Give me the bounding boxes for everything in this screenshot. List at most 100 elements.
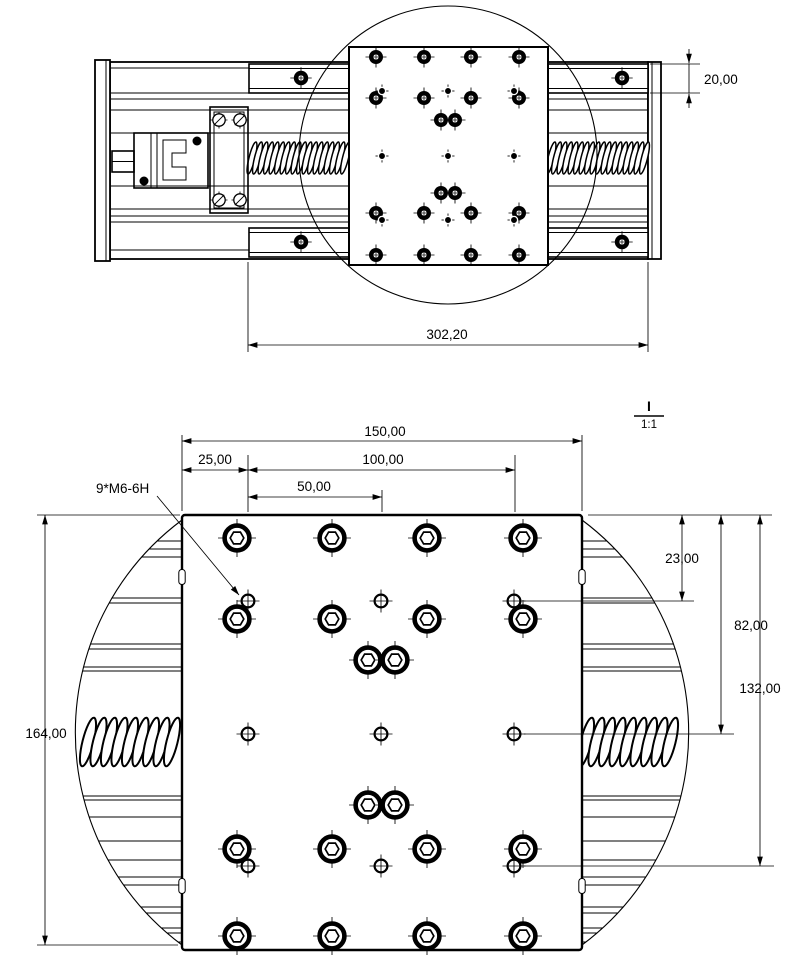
- threaded-hole-m6: [369, 854, 393, 878]
- dim-row1: 23,00: [665, 551, 699, 566]
- carriage-plate-detail: [178, 513, 586, 955]
- cap-screw-hole: [408, 917, 446, 955]
- threaded-hole-m6: [441, 149, 455, 163]
- cap-screw-hole: [408, 830, 446, 868]
- threaded-hole-m6: [441, 84, 455, 98]
- cap-screw-hole: [218, 830, 256, 868]
- detail-view-dimensions: 150,00 25,00 100,00 50,00 9*M6-6H 23,00: [25, 424, 781, 946]
- cap-screw-hole: [313, 917, 351, 955]
- dim-hole-span: 100,00: [362, 452, 403, 467]
- top-view-dimensions: 20,00 302,20: [247, 49, 738, 352]
- cap-screw-hole: [408, 600, 446, 638]
- cap-screw-hole: [290, 67, 312, 89]
- cap-screw-hole: [611, 231, 633, 253]
- plate-edge-tab: [578, 878, 586, 894]
- dim-overall-length: 302,20: [426, 327, 467, 342]
- threaded-hole-m6: [502, 589, 526, 613]
- threaded-hole-m6: [507, 84, 521, 98]
- threaded-hole-m6: [369, 589, 393, 613]
- cap-screw-hole: [504, 600, 542, 638]
- ball-screw-thread-detail: [78, 716, 680, 768]
- cap-screw-hole: [444, 109, 466, 131]
- cap-screw-hole: [504, 830, 542, 868]
- detail-clip-arc-right: [581, 519, 690, 946]
- right-end-cap: [647, 61, 662, 260]
- cap-screw-hole: [218, 600, 256, 638]
- dim-hole-offset-left: 25,00: [198, 452, 232, 467]
- detail-view: 150,00 25,00 100,00 50,00 9*M6-6H 23,00: [25, 424, 781, 955]
- cap-screw-hole: [430, 182, 452, 204]
- threaded-hole-m6: [375, 84, 389, 98]
- cap-screw-hole: [508, 46, 530, 68]
- cap-screw-hole: [365, 202, 387, 224]
- threaded-hole-m6: [375, 149, 389, 163]
- cap-screw-hole: [408, 519, 446, 557]
- bearing-screw: [231, 191, 249, 209]
- motor-coupling-assembly: [111, 132, 209, 189]
- cap-screw-hole: [444, 182, 466, 204]
- dim-rail-height: 20,00: [704, 72, 738, 87]
- bearing-screw: [210, 191, 228, 209]
- cap-screw-hole: [413, 202, 435, 224]
- threaded-hole-m6: [369, 722, 393, 746]
- cap-screw-hole: [313, 600, 351, 638]
- cap-screw-hole: [460, 46, 482, 68]
- bearing-block-outer: [209, 106, 249, 214]
- dim-row3: 132,00: [739, 681, 780, 696]
- thread-callout: 9*M6-6H: [96, 481, 149, 496]
- threaded-hole-m6: [502, 854, 526, 878]
- cap-screw-hole: [376, 641, 414, 679]
- bearing-block-screws: [210, 111, 249, 209]
- cap-screw-hole: [508, 202, 530, 224]
- carriage-plate-holes-detail: [218, 519, 542, 955]
- cap-screw-hole: [365, 46, 387, 68]
- cap-screw-hole: [504, 519, 542, 557]
- detail-clip-arc-left: [74, 519, 183, 946]
- cap-screw-hole: [290, 231, 312, 253]
- cap-screw-hole: [376, 786, 414, 824]
- carriage-plate-top-view: [348, 46, 549, 266]
- detail-scale: 1:1: [641, 419, 657, 431]
- bearing-screw: [210, 111, 228, 129]
- top-view: 20,00 302,20: [94, 5, 738, 352]
- cap-screw-hole: [313, 830, 351, 868]
- cap-screw-hole: [504, 917, 542, 955]
- cap-screw-hole: [365, 244, 387, 266]
- coupling-bracket: [162, 139, 187, 181]
- cap-screw-hole: [460, 244, 482, 266]
- cap-screw-hole: [365, 87, 387, 109]
- cap-screw-hole: [413, 46, 435, 68]
- dim-hole-half-span: 50,00: [297, 479, 331, 494]
- threaded-hole-m6: [441, 213, 455, 227]
- threaded-hole-m6: [375, 213, 389, 227]
- ball-screw-thread: [246, 141, 651, 175]
- cap-screw-hole: [218, 917, 256, 955]
- threaded-hole-m6: [502, 722, 526, 746]
- motor-housing: [133, 132, 209, 189]
- detail-letter: I: [647, 398, 651, 414]
- cap-screw-hole: [611, 67, 633, 89]
- dim-plate-width: 150,00: [364, 424, 405, 439]
- bearing-screw: [231, 111, 249, 129]
- plate-edge-tab: [178, 878, 186, 894]
- cap-screw-hole: [460, 87, 482, 109]
- cap-screw-hole: [218, 519, 256, 557]
- bearing-block: [209, 106, 249, 214]
- plate-edge-tab: [178, 569, 186, 585]
- set-screw-dot-1: [192, 136, 202, 146]
- cap-screw-hole: [508, 244, 530, 266]
- threaded-hole-m6: [236, 854, 260, 878]
- bearing-block-inner: [213, 111, 245, 209]
- threaded-hole-m6: [507, 213, 521, 227]
- threaded-hole-m6: [236, 589, 260, 613]
- detail-view-title: I 1:1: [634, 398, 664, 431]
- set-screw-dot-2: [139, 176, 149, 186]
- threaded-hole-m6: [236, 722, 260, 746]
- dim-overall-height: 164,00: [25, 726, 66, 741]
- plate-edge-tabs: [178, 569, 586, 894]
- cap-screw-hole: [430, 109, 452, 131]
- cap-screw-hole: [413, 87, 435, 109]
- detail-boundary-circle: [298, 5, 598, 305]
